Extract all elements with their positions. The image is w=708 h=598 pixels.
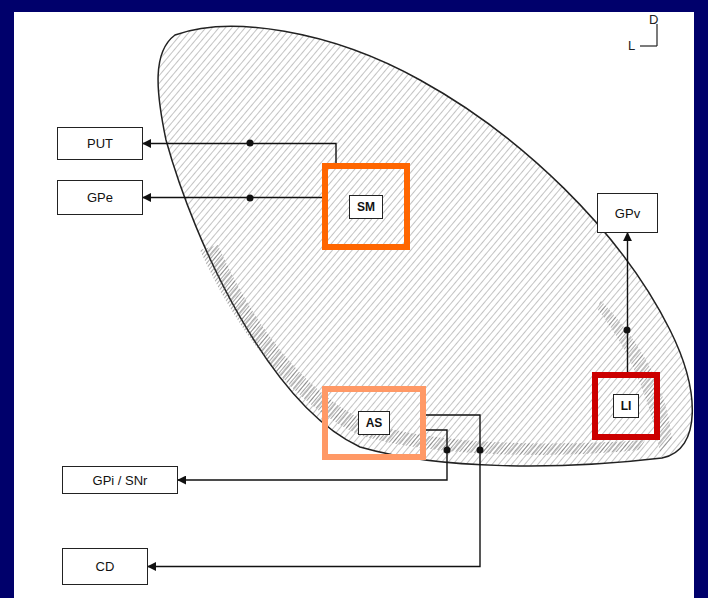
region-label: SM: [349, 195, 383, 219]
box-label: CD: [96, 559, 115, 574]
sensorimotor-region: SM: [322, 163, 410, 250]
projection-arrow: [148, 415, 480, 567]
box-label: GPv: [615, 206, 640, 221]
box-label: PUT: [87, 136, 113, 151]
projection-arrow: [143, 144, 336, 164]
target-box: GPe: [57, 180, 143, 215]
box-label: GPe: [87, 190, 113, 205]
target-box: GPv: [597, 193, 658, 233]
target-box: GPi / SNr: [62, 466, 178, 494]
projection-arrow: [627, 233, 628, 372]
target-box: PUT: [57, 127, 143, 160]
axis-dorsal: [656, 24, 657, 46]
limbic-region: LI: [592, 372, 660, 440]
associative-region: AS: [322, 386, 426, 460]
region-label: AS: [358, 411, 391, 435]
target-box: CD: [62, 548, 148, 585]
region-label: LI: [613, 394, 640, 418]
axis-label: D: [649, 12, 658, 27]
projection-arrow: [143, 197, 322, 198]
box-label: GPi / SNr: [93, 473, 148, 488]
axis-label: L: [628, 38, 635, 53]
nucleus-outline: [158, 26, 692, 466]
axis-lateral: [640, 45, 657, 46]
